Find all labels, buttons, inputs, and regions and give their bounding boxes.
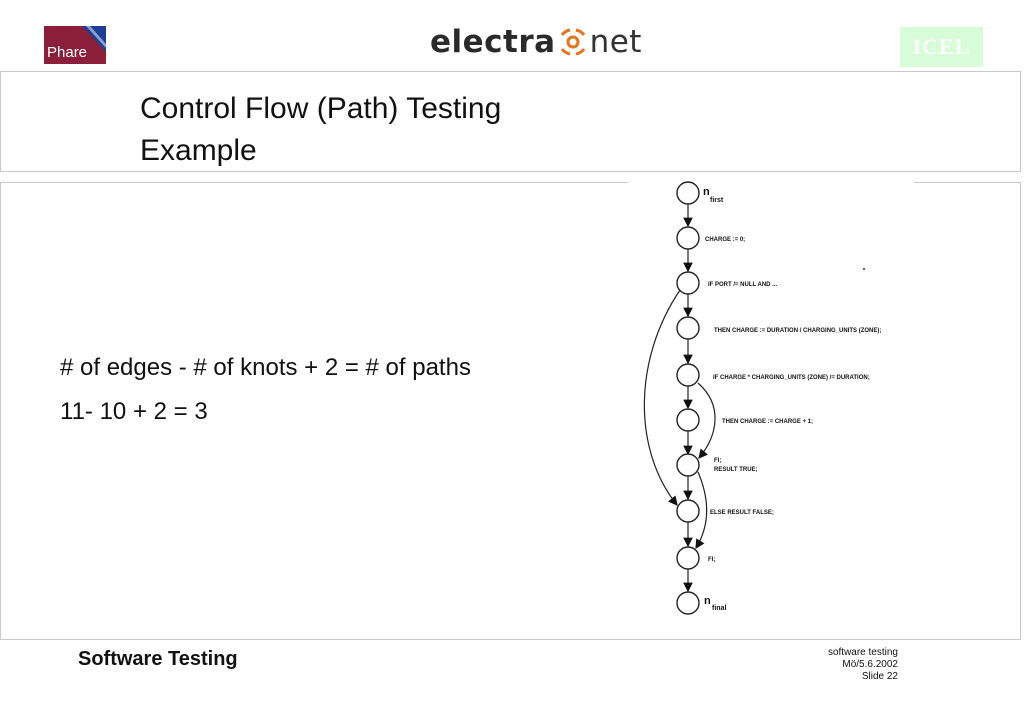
edge-11 bbox=[697, 382, 716, 459]
formula-line1: # of edges - # of knots + 2 = # of paths bbox=[60, 354, 471, 381]
node-label: n bbox=[704, 595, 711, 607]
graph-node bbox=[676, 499, 700, 523]
graph-node bbox=[676, 226, 700, 250]
slide-title: Control Flow (Path) Testing Example bbox=[140, 88, 501, 172]
graph-node bbox=[676, 363, 700, 387]
node-sublabel: first bbox=[710, 197, 724, 204]
title-frame bbox=[0, 71, 1021, 172]
scan-speck bbox=[863, 268, 865, 270]
brand-bold-text: electra bbox=[430, 24, 556, 60]
footer-meta-line2: Mö/5.6.2002 bbox=[842, 659, 898, 670]
brand-light-text: net bbox=[589, 24, 642, 60]
control-flow-graph: n first CHARGE := 0; IF PORT /= NULL AND… bbox=[628, 180, 914, 622]
graph-node bbox=[676, 408, 700, 432]
phare-logo-text: Phare bbox=[47, 44, 87, 61]
footer-slide-number: Slide 22 bbox=[861, 671, 898, 682]
edge-12 bbox=[695, 471, 708, 550]
node-label: ELSE RESULT FALSE; bbox=[710, 510, 774, 516]
footer-meta: software testing Mö/5.6.2002 Slide 22 bbox=[828, 647, 898, 683]
footer-meta-line1: software testing bbox=[827, 647, 898, 658]
node-label: FI; bbox=[708, 557, 715, 563]
graph-node bbox=[676, 453, 700, 477]
node-label: IF PORT /= NULL AND ... bbox=[708, 282, 778, 288]
node-label: n bbox=[703, 186, 710, 198]
graph-node bbox=[676, 316, 700, 340]
node-label: CHARGE := 0; bbox=[705, 237, 745, 243]
edge-10 bbox=[643, 289, 681, 506]
icel-logo: ICEL bbox=[900, 27, 983, 67]
graph-node bbox=[676, 271, 700, 295]
graph-node bbox=[676, 181, 700, 205]
graph-node bbox=[676, 591, 700, 615]
node-label: IF CHARGE * CHARGING_UNITS (ZONE) /= DUR… bbox=[713, 375, 870, 381]
content-frame bbox=[0, 182, 1021, 640]
slide-title-line2: Example bbox=[140, 134, 257, 167]
graph-node bbox=[676, 546, 700, 570]
node-label: RESULT TRUE; bbox=[714, 467, 758, 473]
node-sublabel: final bbox=[712, 605, 726, 612]
node-label: THEN CHARGE := DURATION / CHARGING_UNITS… bbox=[714, 328, 881, 334]
slide-title-line1: Control Flow (Path) Testing bbox=[140, 92, 502, 125]
formula-line2: 11- 10 + 2 = 3 bbox=[60, 398, 208, 425]
formula-block: # of edges - # of knots + 2 = # of paths… bbox=[60, 346, 471, 434]
footer-title: Software Testing bbox=[78, 648, 238, 670]
phare-logo: Phare bbox=[44, 26, 106, 64]
electranet-logo: electra net bbox=[430, 24, 642, 60]
node-label: THEN CHARGE := CHARGE + 1; bbox=[722, 419, 813, 425]
brand-mark-icon bbox=[560, 28, 585, 56]
node-label: FI; bbox=[714, 458, 721, 464]
